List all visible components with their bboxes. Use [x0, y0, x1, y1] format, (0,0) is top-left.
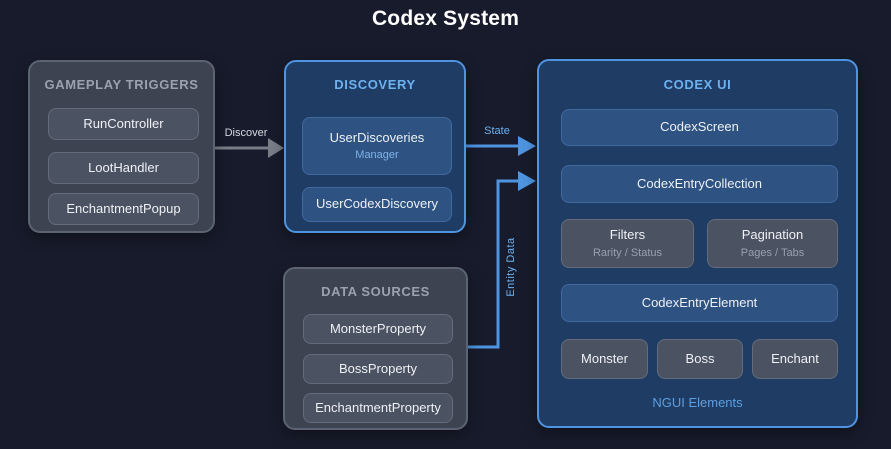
node-label: RunController [83, 115, 164, 131]
node-loothandler: LootHandler [48, 152, 199, 184]
codex-ui-footer: NGUI Elements [652, 395, 743, 410]
discover-arrow [215, 138, 284, 158]
node-enchant: Enchant [752, 339, 838, 379]
node-enchantmentproperty: EnchantmentProperty [303, 393, 453, 423]
node-label: Filters [609, 227, 646, 243]
node-codexscreen: CodexScreen [561, 109, 838, 146]
node-usercodexdiscovery: UserCodexDiscovery [302, 187, 452, 222]
node-filters: Filters Rarity / Status [561, 219, 694, 268]
node-label: CodexEntryCollection [636, 175, 762, 191]
node-label: EnchantmentProperty [315, 399, 441, 415]
node-codexentrycollection: CodexEntryCollection [561, 165, 838, 203]
node-sublabel: Manager [355, 149, 399, 162]
page-title: Codex System [371, 7, 520, 30]
node-label: BossProperty [338, 360, 418, 376]
entity-data-arrow [468, 171, 536, 349]
edge-label-entity-data: Entity Data [505, 237, 517, 297]
group-gameplay-triggers: GAMEPLAY TRIGGERS RunController LootHand… [28, 60, 215, 233]
node-label: EnchantmentPopup [66, 200, 181, 216]
group-discovery: DISCOVERY UserDiscoveries Manager UserCo… [284, 60, 466, 233]
node-userdiscoveries: UserDiscoveries Manager [302, 117, 452, 175]
node-label: Pagination [741, 227, 804, 243]
node-label: Monster [581, 350, 628, 366]
group-discovery-title: DISCOVERY [334, 77, 416, 92]
node-monsterproperty: MonsterProperty [303, 314, 453, 344]
group-data-sources-title: DATA SOURCES [321, 284, 430, 299]
node-sublabel: Rarity / Status [592, 246, 663, 259]
node-label: LootHandler [88, 159, 159, 175]
node-monster: Monster [561, 339, 648, 379]
group-codex-ui: CODEX UI CodexScreen CodexEntryCollectio… [537, 59, 858, 428]
node-pagination: Pagination Pages / Tabs [707, 219, 838, 268]
node-enchantmentpopup: EnchantmentPopup [48, 193, 199, 225]
group-gameplay-triggers-title: GAMEPLAY TRIGGERS [44, 77, 199, 92]
group-codex-ui-title: CODEX UI [663, 77, 732, 92]
node-label: Boss [685, 350, 715, 366]
state-arrow [466, 136, 536, 156]
group-data-sources: DATA SOURCES MonsterProperty BossPropert… [283, 267, 468, 430]
node-label: MonsterProperty [329, 320, 427, 336]
node-sublabel: Pages / Tabs [740, 246, 805, 259]
node-codexentryelement: CodexEntryElement [561, 284, 838, 322]
edge-label-discover: Discover [224, 127, 268, 139]
edge-label-state: State [484, 125, 510, 137]
node-label: UserCodexDiscovery [315, 196, 439, 212]
node-boss: Boss [657, 339, 743, 379]
node-label: Enchant [771, 350, 819, 366]
node-runcontroller: RunController [48, 108, 199, 140]
node-bossproperty: BossProperty [303, 354, 453, 384]
node-label: UserDiscoveries [329, 129, 425, 145]
node-label: CodexScreen [660, 119, 739, 135]
node-label: CodexEntryElement [641, 294, 758, 310]
